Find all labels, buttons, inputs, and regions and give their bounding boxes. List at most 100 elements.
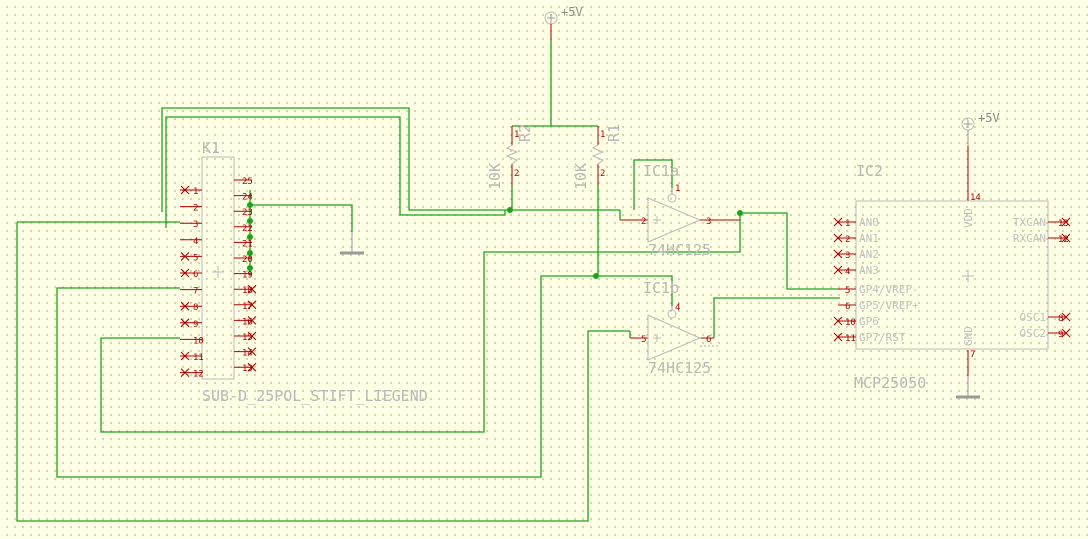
r1-pin2: 2: [600, 169, 605, 179]
r1-value: 10K: [572, 163, 590, 190]
ic1a-pin-in: 2: [641, 217, 646, 227]
ic1b-value: 74HC125: [648, 359, 711, 377]
ic2-pin-label: AN2: [859, 248, 879, 261]
connector-pin-number: 20: [242, 255, 253, 265]
connector-pin-number: 6: [193, 270, 198, 280]
ic2-pin-number: 8: [1058, 314, 1063, 324]
connector-pin-number: 7: [193, 287, 198, 297]
ic2-pin-label: AN1: [859, 232, 879, 245]
r2-name: R2: [516, 124, 534, 142]
no-connect-mark: [1061, 233, 1071, 243]
resistor-r2[interactable]: 1 2 R2 10K: [486, 124, 534, 190]
connector-pin-number: 4: [193, 237, 198, 247]
ic2-pin-label: OSC2: [1020, 327, 1047, 340]
ic2-gnd-label: GND: [962, 326, 975, 346]
no-connect-mark: [180, 268, 190, 278]
ic2-pin-label: GP6: [859, 315, 879, 328]
ic2-pin-label: TXCAN: [1013, 216, 1046, 229]
connector-pin-number: 15: [242, 333, 253, 343]
r2-value: 10K: [486, 163, 504, 190]
ic2-pin-label: OSC1: [1020, 311, 1047, 324]
supply-label-ic2: +5V: [978, 111, 1000, 125]
no-connect-mark: [247, 347, 257, 356]
connector-pin-number: 23: [242, 208, 253, 218]
no-connect-mark: [180, 252, 190, 261]
ic2-pin-number: 3: [845, 251, 850, 261]
no-connect-mark: [247, 316, 257, 325]
connector-pin-number: 11: [193, 353, 204, 363]
r1-pin1: 1: [600, 130, 605, 140]
connector-pin-number: 19: [242, 271, 253, 281]
wires[interactable]: [16, 40, 969, 522]
connector-pin-number: 22: [242, 224, 253, 234]
no-connect-mark: [1061, 328, 1071, 338]
no-connect-mark: [833, 332, 843, 342]
ic2-name: IC2: [856, 162, 883, 180]
ic1a-name: IC1a: [643, 162, 679, 180]
ic1b-pin-out: 6: [706, 335, 711, 345]
ic2-pin-number: 4: [845, 267, 850, 277]
ic2-pin-number: 12: [1058, 235, 1069, 245]
connector-pin-number: 1: [193, 187, 198, 197]
ic2-pin-number: 9: [1058, 330, 1063, 340]
ic2-pin-label: GP4/VREF-: [859, 283, 919, 296]
connector-k1[interactable]: K1 SUB-D_25POL_STIFT_LIEGEND 12345678910…: [180, 139, 428, 405]
connector-pin-number: 17: [242, 302, 253, 312]
r2-pin1: 1: [514, 130, 519, 140]
supply-5v-ic2[interactable]: +5V: [961, 111, 1000, 146]
connector-pin-number: 25: [242, 177, 253, 187]
connector-pin-number: 12: [193, 370, 204, 380]
ic2-pin-label: GP5/VREF+: [859, 299, 919, 312]
ic2-pin-number: 6: [845, 302, 850, 312]
connector-name: K1: [202, 139, 220, 157]
connector-pin-number: 9: [193, 320, 198, 330]
connector-pin-number: 5: [193, 253, 198, 263]
no-connect-mark: [833, 265, 843, 275]
no-connect-mark: [833, 233, 843, 243]
no-connect-mark: [247, 331, 257, 341]
ic2-pin-label: AN0: [859, 216, 879, 229]
no-connect-mark: [180, 185, 190, 195]
no-connect-mark: [1061, 312, 1071, 322]
ic2-pin-number: 11: [845, 334, 856, 344]
ic1a-pin-out: 3: [706, 217, 711, 227]
supply-5v-top[interactable]: +5V: [544, 5, 583, 40]
connector-pin-number: 14: [242, 349, 253, 359]
ic2-gnd-pin: 7: [970, 350, 975, 360]
connector-pin-number: 21: [242, 239, 253, 249]
ic2-value: MCP25050: [854, 374, 926, 392]
connector-pin-number: 18: [242, 286, 253, 296]
no-connect-mark: [833, 217, 843, 227]
no-connect-mark: [1061, 217, 1071, 227]
connector-pin-number: 10: [193, 336, 204, 346]
ic1b-pin-in: 5: [641, 335, 646, 345]
r1-name: R1: [605, 124, 623, 142]
ic2-pin-label: AN3: [859, 264, 879, 277]
ic1b-name: IC1b: [643, 279, 679, 297]
no-connect-mark: [180, 351, 190, 361]
ic2-pin-number: 13: [1058, 219, 1069, 229]
resistor-r1[interactable]: 1 2 R1 10K: [572, 124, 623, 190]
ic2-pin-label: GP7/RST: [859, 331, 906, 344]
no-connect-mark: [833, 249, 843, 259]
buffer-ic1b[interactable]: IC1b 74HC125 5 6 4: [641, 279, 720, 377]
connector-pin-number: 13: [242, 364, 253, 374]
buffer-ic1a[interactable]: IC1a 74HC125 2 3 1: [641, 162, 714, 259]
no-connect-mark: [247, 284, 257, 294]
connector-pin-number: 2: [193, 204, 198, 214]
connector-pin-number: 16: [242, 317, 253, 327]
supply-label: +5V: [561, 5, 583, 19]
r2-pin2: 2: [514, 169, 519, 179]
connector-pin-number: 3: [193, 220, 198, 230]
connector-value: SUB-D_25POL_STIFT_LIEGEND: [202, 387, 428, 405]
no-connect-mark: [247, 362, 257, 372]
no-connect-mark: [180, 301, 190, 311]
ic1a-value: 74HC125: [648, 241, 711, 259]
ic2-vdd-label: VDD: [962, 208, 975, 228]
